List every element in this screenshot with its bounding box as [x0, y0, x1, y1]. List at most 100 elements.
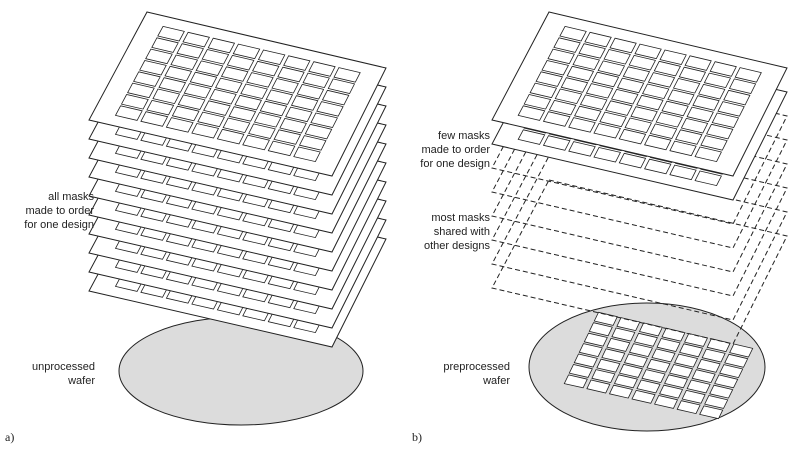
wafer-chip-grid: [563, 311, 754, 420]
wafer-chip: [656, 338, 681, 352]
mask-cell: [203, 100, 231, 116]
wafer-chip: [719, 364, 744, 379]
mask-cell: [542, 111, 571, 127]
mask-cell: [209, 88, 237, 105]
mask-cell: [232, 43, 261, 60]
mask-cell: [655, 112, 683, 128]
wafer-chip: [628, 343, 653, 358]
mask-cell: [593, 123, 621, 139]
mask-cell: [554, 88, 583, 105]
mask-cell: [195, 60, 224, 76]
mask-cell: [609, 37, 637, 54]
panel-letter-a: a): [5, 430, 14, 444]
custom-mask: [491, 11, 788, 177]
shared-mask: [491, 179, 788, 345]
mask-cell: [593, 147, 621, 163]
mask-cell: [584, 31, 612, 48]
mask-cell: [611, 88, 639, 105]
mask-cell: [257, 49, 286, 65]
wafer-chip: [633, 332, 658, 347]
wafer-chip: [606, 337, 631, 352]
mask-cell: [574, 105, 602, 122]
mask-cell: [723, 89, 751, 106]
mask-stack-mixed: [491, 11, 788, 345]
wafer-chip: [586, 379, 611, 394]
panel-letter-b: b): [412, 430, 422, 444]
mask-cell: [197, 111, 225, 128]
custom-label-line-3: for one design: [420, 158, 490, 170]
mask-cell: [298, 135, 327, 151]
mask-cell: [293, 146, 321, 163]
mask-cell: [207, 37, 236, 54]
mask-cell: [560, 77, 589, 93]
mask-cell: [277, 66, 305, 83]
shared-label-line-3: other designs: [424, 240, 491, 252]
wafer-chip: [659, 384, 684, 399]
mask-cell: [603, 49, 631, 65]
mask-cell: [158, 77, 187, 93]
wafer-chip: [679, 343, 704, 358]
mask-cell: [605, 100, 633, 116]
mask-cell: [675, 129, 703, 145]
wafer-chip: [699, 405, 724, 420]
mask-cell: [152, 88, 181, 105]
mask-cell: [591, 71, 620, 88]
mask-cell: [669, 140, 697, 157]
mask-cell: [585, 83, 614, 99]
mask-cell: [146, 99, 175, 116]
mask-cell: [647, 72, 676, 88]
mask-cell: [680, 117, 709, 134]
mask-cell: [273, 129, 302, 145]
mask-cell: [165, 117, 194, 133]
custom-label-line-1: few masks: [438, 130, 490, 142]
mask-cell: [624, 117, 652, 134]
mask-cell: [636, 94, 664, 111]
mask-cell: [661, 100, 689, 117]
custom-label-line-2: made to order: [422, 144, 491, 156]
wafer-chip: [691, 369, 716, 384]
wafer-chip: [706, 338, 731, 353]
mask-cell: [183, 83, 212, 99]
mask-cell: [669, 164, 697, 181]
mask-cell: [171, 105, 200, 122]
mask-cell: [517, 105, 546, 121]
wafer-chip: [636, 379, 661, 394]
wafer-chip: [596, 358, 621, 373]
mask-cell: [191, 123, 220, 139]
wafer-chip: [696, 358, 721, 373]
wafer-chip: [654, 395, 679, 409]
mask-cell: [566, 65, 595, 82]
wafer-chip: [568, 364, 593, 378]
mask-cell: [234, 94, 262, 111]
shared-label-line-1: most masks: [431, 212, 490, 224]
wafer-chip: [709, 384, 734, 399]
wafer-chip: [573, 353, 598, 368]
mask-cell: [597, 60, 626, 76]
wafer-chip: [608, 384, 633, 399]
mask-cell: [578, 43, 606, 59]
mask-cell: [709, 61, 737, 77]
mask-cell: [201, 49, 230, 65]
wafer-chip: [714, 374, 739, 389]
mask-cell: [622, 66, 651, 82]
mask-cell: [667, 89, 695, 105]
mask-cell: [222, 117, 251, 134]
wafer-label-line-1: unprocessed: [32, 361, 95, 373]
wafer-chip: [669, 364, 694, 378]
mask-label-line-3: for one design: [24, 219, 94, 231]
mask-cell: [642, 83, 670, 100]
mask-cell: [151, 37, 179, 53]
wafer-chip: [676, 400, 701, 415]
mask-cell: [127, 82, 155, 99]
mask-cell: [628, 54, 656, 71]
mask-cell: [259, 100, 288, 117]
mask-cell: [672, 78, 701, 94]
wafer-chip: [674, 353, 699, 368]
mask-cell: [630, 106, 658, 122]
mask-cell: [220, 66, 249, 82]
mask-cell: [279, 117, 307, 134]
mask-cell: [240, 83, 268, 100]
mask-cell: [333, 67, 361, 83]
wafer-chip: [664, 374, 689, 389]
panel-a-all-masks-custom: all masks made to order for one design u…: [5, 11, 387, 444]
